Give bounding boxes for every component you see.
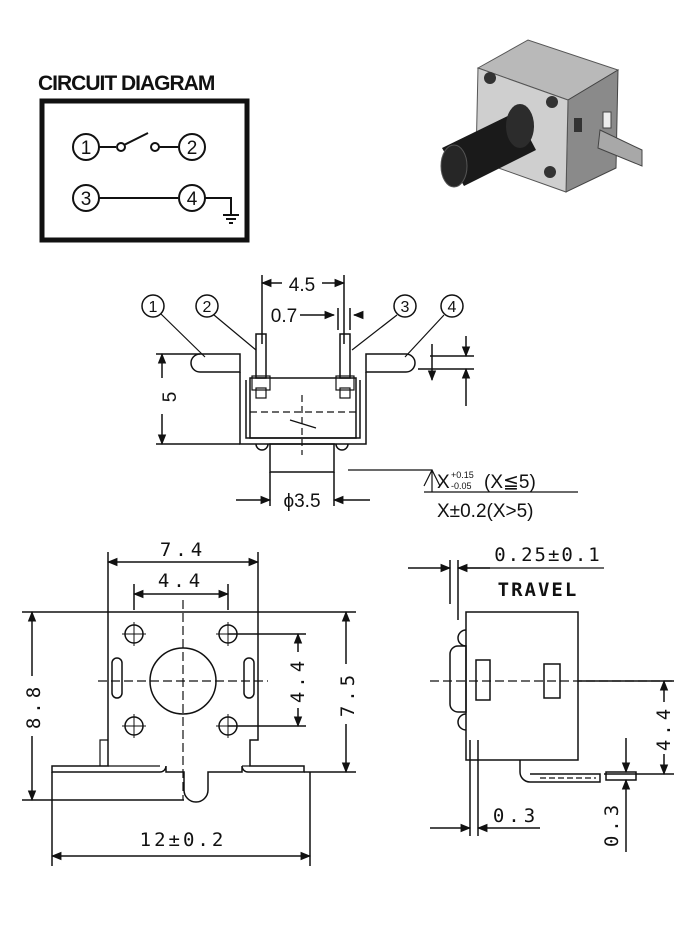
switch-blade (123, 132, 149, 146)
dim-0-3-vertical: 0.3 (601, 801, 623, 847)
front-pin-3-circle (393, 294, 417, 318)
pin-4-label: 4 (187, 189, 198, 210)
dim-8-8: 8.8 (23, 683, 45, 729)
tolerance-condition-2: X±0.2(X>5) (437, 501, 534, 522)
front-pin-2-label: 2 (203, 299, 212, 316)
circuit-title: CIRCUIT DIAGRAM (38, 72, 215, 95)
dim-7-4: 7.4 (160, 539, 206, 561)
dim-side-4-4: 4.4 (653, 705, 674, 751)
front-pin-4-circle (440, 294, 464, 318)
dim-12: 12±0.2 (140, 829, 227, 851)
front-pin-1-circle (141, 294, 165, 318)
front-pin-4-label: 4 (448, 299, 457, 316)
tolerance-upper: +0.15 (451, 470, 474, 480)
tolerance-x: X (437, 472, 450, 493)
dim-5: 5 (160, 392, 181, 403)
tolerance-note: X +0.15 -0.05 (X≦5) X±0.2(X>5) (348, 469, 578, 522)
dim-4-4-horizontal: 4.4 (158, 570, 204, 592)
side-view: 0.25±0.1 TRAVEL 4.4 0.3 0.3 (408, 544, 674, 852)
tolerance-lower: -0.05 (451, 481, 472, 491)
front-view: 4.5 0.7 1 2 3 4 (141, 275, 474, 512)
pin-2-label: 2 (187, 138, 198, 159)
pin-2-circle (178, 133, 206, 161)
top-view: 7.4 4.4 8.8 7.5 4.4 12±0.2 (14, 539, 362, 866)
pin-3-label: 3 (81, 189, 92, 210)
circuit-diagram: CIRCUIT DIAGRAM 1 2 3 4 (38, 72, 250, 243)
circuit-frame (39, 98, 250, 243)
dim-0-7: 0.7 (271, 306, 297, 327)
dim-4-5: 4.5 (289, 275, 315, 296)
travel-label: TRAVEL (498, 579, 579, 601)
pin-1-label: 1 (81, 138, 92, 159)
front-pin-3-label: 3 (401, 299, 410, 316)
dim-phi-3-5: ϕ3.5 (283, 491, 320, 512)
mounting-holes (122, 622, 240, 738)
dim-travel-value: 0.25±0.1 (494, 544, 602, 566)
actuator-knob (440, 104, 536, 188)
front-pin-1-label: 1 (149, 299, 158, 316)
ground-icon (223, 214, 239, 224)
dim-7-5: 7.5 (337, 671, 359, 717)
dim-4-4-vertical: 4.4 (287, 657, 309, 703)
tolerance-condition-1: (X≦5) (484, 472, 536, 493)
product-photo (440, 39, 643, 193)
dim-0-3-horizontal: 0.3 (493, 805, 539, 827)
front-pin-2-circle (195, 294, 219, 318)
